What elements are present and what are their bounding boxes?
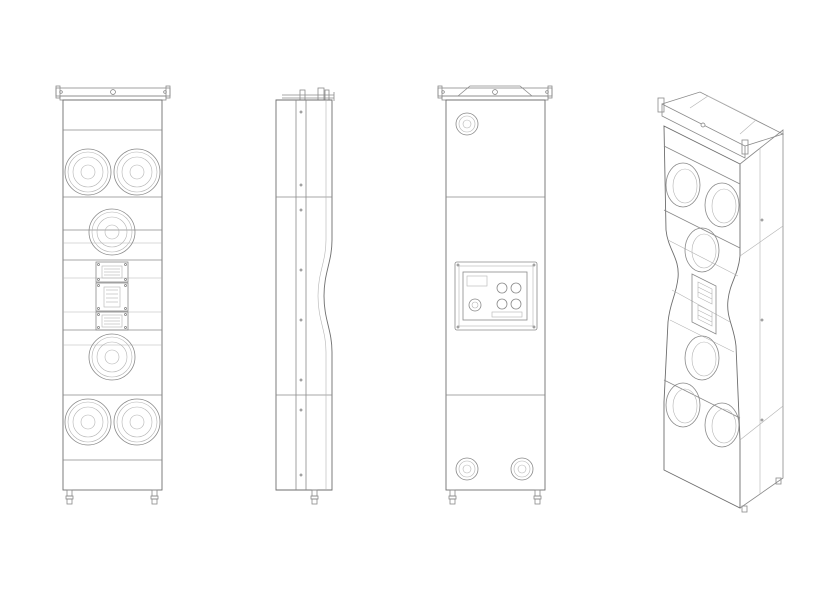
speaker-perspective-view-icon: [657, 91, 785, 513]
speaker-rear-view-icon: [437, 85, 553, 505]
speaker-side-view-icon: [275, 87, 335, 505]
speaker-front-view-icon: [55, 85, 171, 505]
